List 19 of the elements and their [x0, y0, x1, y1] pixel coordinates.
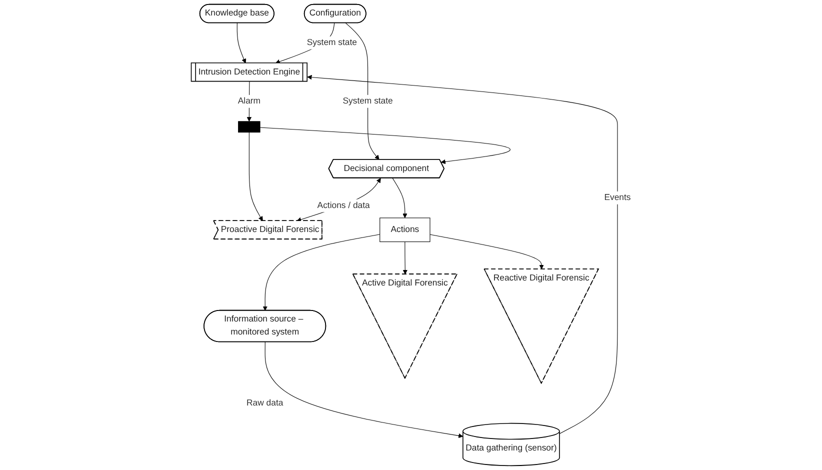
arrow [402, 242, 408, 274]
arrow [264, 342, 464, 438]
edge-label: Alarm [238, 96, 261, 106]
edge-label: Actions / data [317, 200, 370, 210]
arrow [392, 178, 408, 218]
arrow [345, 22, 380, 160]
node-box: Actions [380, 218, 430, 242]
edge-label: Events [604, 192, 631, 202]
arrow [260, 127, 510, 164]
edge-label: System state [306, 38, 357, 48]
arrow [236, 22, 246, 64]
arrow [248, 132, 263, 222]
edge-label: System state [342, 96, 393, 106]
edge-label: Raw data [246, 398, 284, 408]
node-bar [238, 121, 260, 133]
arrow [296, 178, 381, 222]
arrow [430, 234, 544, 270]
arrow [262, 234, 380, 311]
arrow [307, 74, 618, 434]
